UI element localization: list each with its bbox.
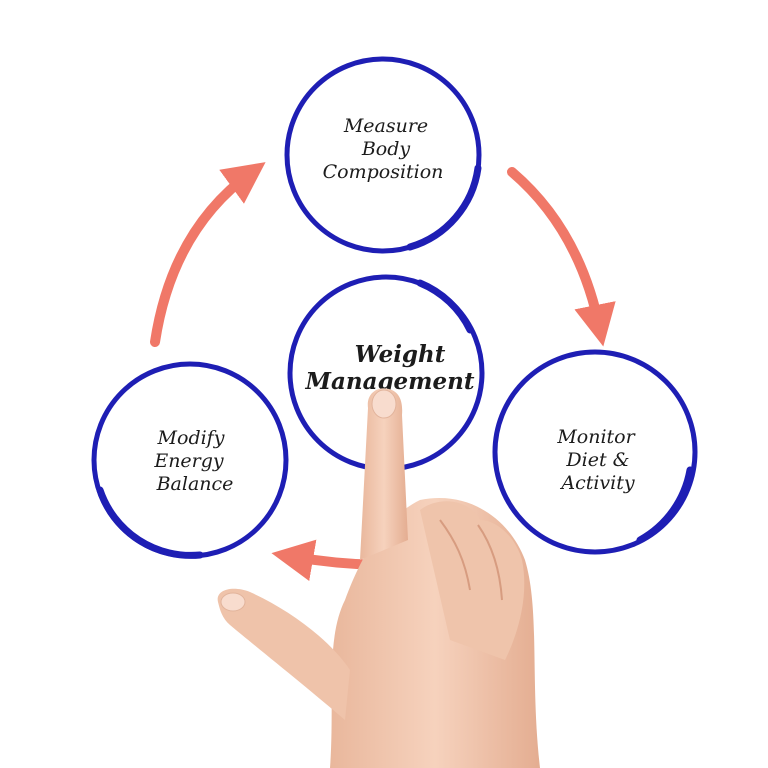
center-label-line-1: Weight <box>355 341 446 368</box>
thumbnail <box>220 592 246 612</box>
node-circle-brush-accent <box>96 486 204 559</box>
node-circle-brush-accent <box>406 164 482 251</box>
node-label-line-2: Diet & <box>565 449 629 471</box>
node-label-line-3: Balance <box>156 473 234 495</box>
hand-knuckle-line <box>477 524 503 601</box>
node-circle <box>284 56 482 254</box>
fingernail <box>371 389 397 419</box>
node-modify-energy-balance: Modify Energy Balance <box>91 361 289 559</box>
thumb <box>217 588 350 720</box>
arrow-top-to-right <box>507 167 616 347</box>
node-label-line-1: Monitor <box>556 426 636 448</box>
node-circle <box>492 349 698 555</box>
node-measure-body-composition: Measure Body Composition <box>284 56 482 254</box>
node-circle-brush-accent <box>416 279 474 334</box>
index-finger <box>360 388 408 560</box>
node-label-line-2: Body <box>361 138 411 160</box>
node-circle-brush-accent <box>636 466 694 544</box>
node-label-line-3: Composition <box>323 161 444 183</box>
node-label-line-2: Energy <box>153 450 224 472</box>
pointing-hand-image <box>217 388 540 768</box>
hand-knuckle-line <box>439 519 471 591</box>
arrow-left-to-top <box>150 162 266 347</box>
node-monitor-diet-activity: Monitor Diet & Activity <box>492 349 698 555</box>
node-label-line-1: Modify <box>157 427 225 449</box>
node-label-line-3: Activity <box>559 472 635 494</box>
hand-curled-fingers <box>420 501 525 660</box>
node-label-line-1: Measure <box>343 115 428 137</box>
